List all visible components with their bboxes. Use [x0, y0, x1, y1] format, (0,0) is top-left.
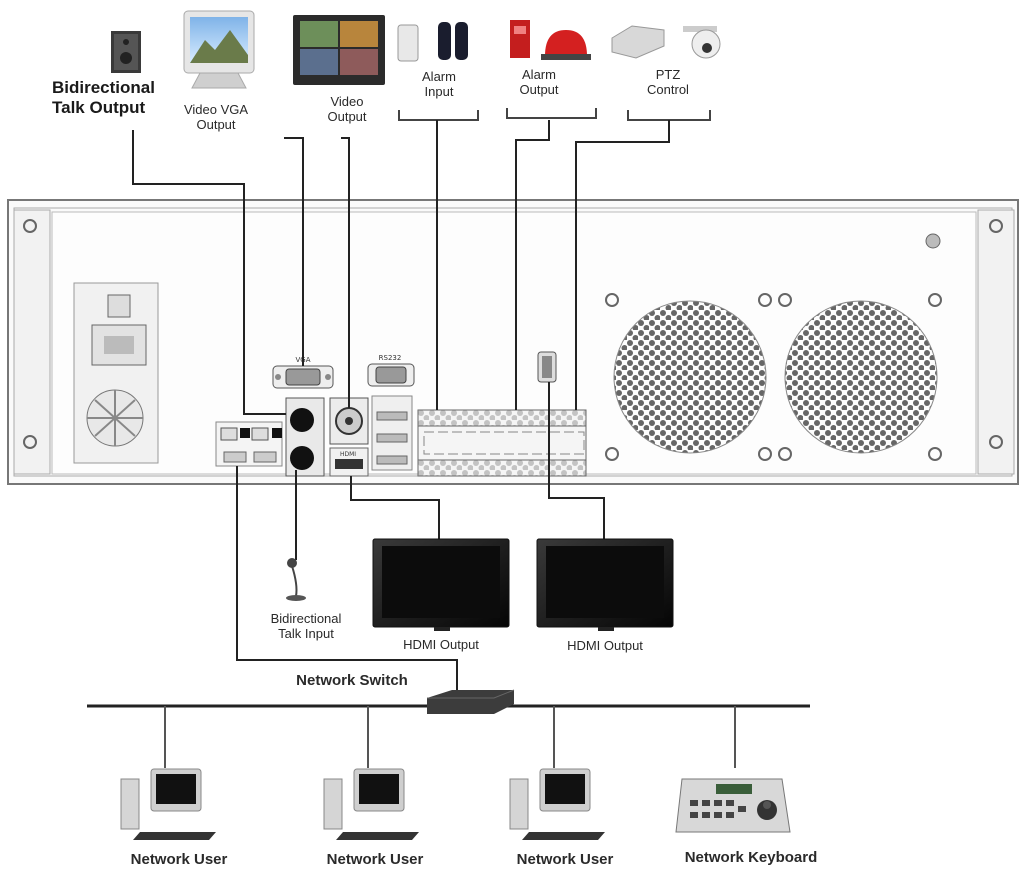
alarm-input-bracket: [398, 110, 479, 121]
hdmi-port: HDMI: [329, 447, 369, 477]
hdmi-output-2-label: HDMI Output: [567, 638, 643, 653]
hdmi-monitor-2-icon: [536, 538, 674, 631]
hdmi-output-1-label: HDMI Output: [403, 637, 479, 652]
alarm-output-label: Alarm Output: [519, 67, 559, 97]
cooling-fans: [605, 233, 942, 461]
cables: [132, 120, 670, 692]
rs232-port-label: RS232: [379, 354, 402, 362]
pc-icon-3: [509, 768, 605, 840]
talk-input-label: Bidirectional Talk Input: [270, 611, 342, 641]
speaker-icon: [111, 31, 141, 73]
network-keyboard-icon: [675, 778, 791, 833]
pc-icon-1: [120, 768, 216, 840]
network-drops: [164, 706, 736, 768]
network-ports: [215, 421, 283, 467]
audio-ports: [285, 397, 325, 477]
hdmi-port-label: HDMI: [340, 451, 356, 458]
video-output-label: Video Output: [327, 94, 367, 124]
alarm-output-bracket: [506, 108, 597, 119]
talk-output-label: Bidirectional Talk Output: [52, 78, 155, 117]
ptz-control-label: PTZ Control: [647, 67, 689, 97]
microphone-icon: [286, 558, 306, 601]
network-switch-label: Network Switch: [296, 672, 408, 689]
video-vga-output-label: Video VGA Output: [183, 102, 249, 132]
video-monitor-icon: [293, 15, 385, 85]
pc-icon-2: [323, 768, 419, 840]
alarm-sensor-icon: [397, 22, 468, 62]
network-keyboard-label: Network Keyboard: [684, 849, 818, 866]
alarm-input-label: Alarm Input: [422, 69, 456, 99]
network-switch-icon: [427, 689, 515, 714]
rs232-port: RS232: [367, 354, 415, 471]
vga-monitor-icon: [183, 10, 255, 89]
ptz-camera-icon: [683, 26, 721, 59]
network-user-2-label: Network User: [326, 851, 424, 868]
network-user-3-label: Network User: [516, 851, 614, 868]
network-user-1-label: Network User: [130, 851, 228, 868]
rs485-connector: [537, 351, 557, 383]
alarm-siren-icon: [510, 20, 591, 60]
ptz-decoder-icon: [611, 25, 665, 59]
alarm-terminal-blocks: [417, 409, 587, 477]
hdmi-monitor-1-icon: [372, 538, 510, 631]
power-supply-module: [73, 282, 159, 464]
ptz-control-bracket: [627, 110, 711, 121]
